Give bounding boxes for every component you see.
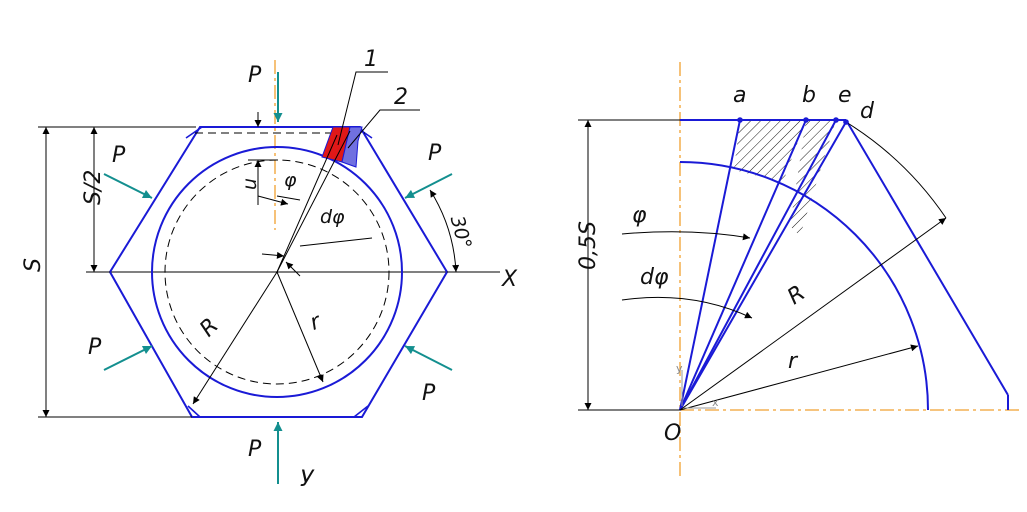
force-arrow-upper-right bbox=[404, 173, 453, 199]
label-30-deg: 30° bbox=[446, 213, 476, 251]
dphi-leader bbox=[299, 237, 373, 247]
label-phi-right: φ bbox=[632, 203, 647, 228]
hatched-sector bbox=[734, 120, 806, 182]
label-a: a bbox=[733, 83, 746, 108]
radius-R-line-right bbox=[679, 217, 947, 411]
right-figure: y x a b e d φ dφ 0,5S R r O bbox=[576, 62, 1020, 478]
label-Y-axis: У bbox=[300, 467, 315, 492]
label-d: d bbox=[860, 99, 875, 124]
label-r-right: r bbox=[788, 349, 799, 374]
phi-ref-tick bbox=[276, 195, 301, 201]
label-half-S: 0,5S bbox=[576, 221, 601, 270]
label-e: e bbox=[838, 83, 852, 108]
label-S-half: S/2 bbox=[81, 170, 106, 205]
label-y-tick: y bbox=[676, 362, 683, 375]
point-e bbox=[833, 117, 839, 123]
label-phi-left: φ bbox=[284, 169, 297, 191]
radius-r-line-right bbox=[679, 344, 919, 411]
hex-flank-line bbox=[845, 119, 1009, 396]
point-d bbox=[843, 119, 849, 125]
radius-R-line bbox=[192, 271, 278, 405]
label-r-left: r bbox=[307, 309, 326, 336]
ray-Ob bbox=[679, 119, 807, 411]
point-b bbox=[803, 117, 809, 123]
label-R-left: R bbox=[195, 313, 223, 341]
force-label-bottom: P bbox=[248, 437, 262, 462]
arc-r bbox=[679, 161, 929, 411]
force-arrow-lower-right bbox=[404, 345, 453, 371]
arc-R bbox=[845, 121, 947, 219]
callout-1-leader bbox=[337, 71, 388, 146]
label-x-tick: x bbox=[712, 396, 719, 409]
center-arrow-b bbox=[285, 261, 301, 277]
force-label-top: P bbox=[248, 63, 262, 88]
callout-2-leader bbox=[347, 109, 420, 149]
label-S: S bbox=[21, 258, 46, 272]
label-u: u bbox=[239, 178, 261, 190]
radius-r-line bbox=[276, 271, 324, 383]
label-dphi-right: dφ bbox=[640, 265, 669, 290]
angle-30-arc bbox=[429, 189, 460, 273]
radius-line-phi bbox=[276, 134, 338, 273]
label-origin-O: O bbox=[664, 421, 681, 446]
force-label-lower-left: P bbox=[88, 335, 102, 360]
phi-arc-arrow bbox=[621, 231, 751, 241]
label-X-axis: X bbox=[501, 267, 518, 292]
dphi-arc-arrow bbox=[621, 296, 753, 319]
center-arrow-a bbox=[261, 251, 285, 259]
ray-Oe bbox=[679, 119, 837, 411]
bearing-circle bbox=[151, 146, 403, 398]
force-arrow-lower-left bbox=[103, 345, 153, 371]
force-label-lower-right: P bbox=[422, 381, 436, 406]
callout-1-label: 1 bbox=[364, 47, 378, 72]
ray-Oa bbox=[679, 119, 741, 411]
left-figure: S S/2 u φ dφ R r 30° X У 1 2 P P P P P P bbox=[21, 47, 518, 492]
force-label-upper-right: P bbox=[428, 141, 442, 166]
label-R-right: R bbox=[783, 281, 810, 310]
label-dphi-left: dφ bbox=[320, 206, 345, 228]
point-a bbox=[737, 117, 743, 123]
force-arrow-upper-left bbox=[103, 173, 153, 199]
phi-arrow bbox=[257, 195, 289, 206]
ray-Od bbox=[679, 121, 847, 411]
callout-2-label: 2 bbox=[394, 85, 408, 110]
radius-line-dphi bbox=[276, 130, 351, 273]
force-label-upper-left: P bbox=[112, 143, 126, 168]
label-b: b bbox=[802, 83, 816, 108]
